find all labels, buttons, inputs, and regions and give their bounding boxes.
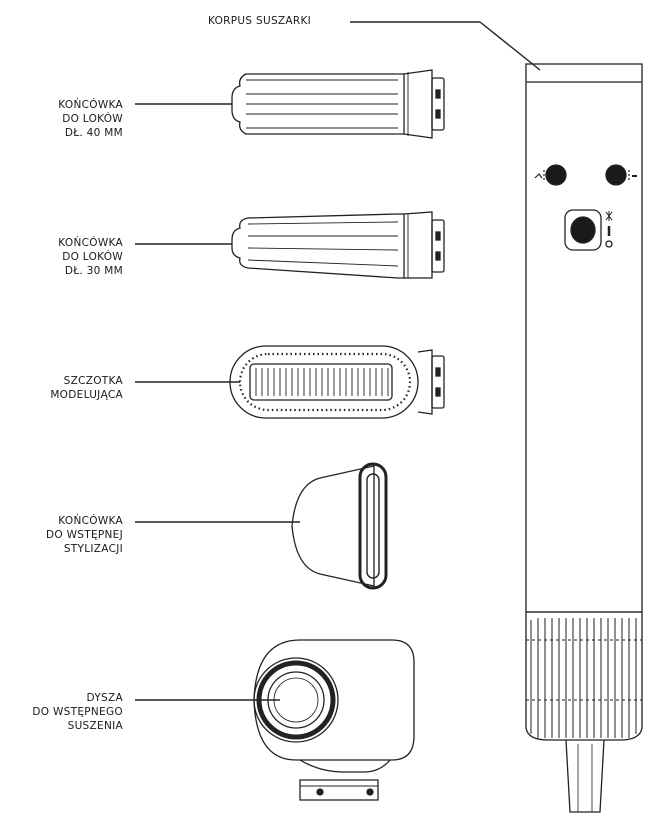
power-off-icon (605, 240, 613, 248)
power-switch (564, 209, 602, 251)
label-curl-40: KOŃCÓWKA DO LOKÓW DŁ. 40 MM (58, 99, 123, 139)
prestyler-attachment (291, 462, 388, 590)
dryer-body (525, 63, 643, 813)
label-styling-brush: SZCZOTKA MODELUJĄCA (50, 375, 123, 401)
fan-speed-icon (534, 170, 545, 182)
styling-brush (229, 345, 445, 419)
fan-speed-button (545, 164, 567, 186)
label-predry-nozzle: DYSZA DO WSTĘPNEGO SUSZENIA (32, 692, 123, 732)
curl-attachment-40mm (231, 69, 445, 139)
label-curl-30: KOŃCÓWKA DO LOKÓW DŁ. 30 MM (58, 237, 123, 277)
heat-button (605, 164, 627, 186)
label-prestyler: KOŃCÓWKA DO WSTĘPNEJ STYLIZACJI (46, 515, 123, 555)
dryer-grip-ribs (526, 618, 642, 738)
heat-level-icon (628, 170, 637, 182)
label-dryer-body: KORPUS SUSZARKI (208, 15, 312, 27)
predry-nozzle (253, 639, 415, 801)
snowflake-icon (605, 211, 613, 221)
curl-attachment-30mm (231, 211, 445, 279)
leader-lines (135, 21, 541, 701)
